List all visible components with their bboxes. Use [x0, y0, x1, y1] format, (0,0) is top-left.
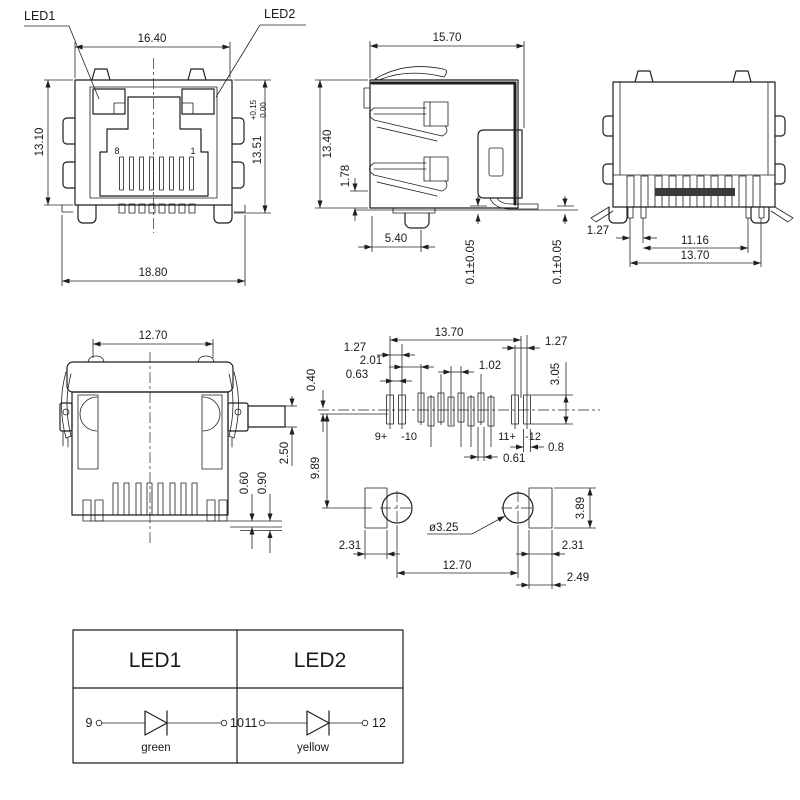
- dim-side-top-width: 15.70: [433, 32, 462, 44]
- dim-fp-hole-span: 12.70: [443, 560, 472, 572]
- dim-side-contact-height: 1.78: [340, 165, 352, 187]
- front-view-part: [61, 58, 246, 233]
- dim-fp-led-pitch-right: 1.27: [545, 336, 567, 348]
- led2-callout: LED2: [264, 7, 295, 21]
- footprint-view: 13.70 1.27 2.01 0.63 0.40 1.02 1.27: [306, 327, 600, 589]
- led-table-border: [72, 629, 404, 764]
- pad9-label: 9+: [375, 431, 388, 443]
- dim-fp-pad-length: 3.05: [550, 363, 562, 385]
- dim-top-tab-width: 2.50: [279, 442, 291, 464]
- dim-front-right-tol-upper: +0.15: [249, 99, 258, 120]
- led1-circuit: 9 10 green: [86, 710, 244, 754]
- front-contact-pins: [119, 156, 194, 191]
- rj45-opening: [99, 96, 209, 197]
- dim-fp-hole-diameter: ø3.25: [429, 522, 458, 534]
- side-view-dimensions: 15.70 13.40 1.78 5.40 0.1±0.05 0.1±0.05: [315, 32, 574, 284]
- pad10-label: -10: [401, 431, 417, 443]
- led1-header: LED1: [129, 649, 182, 672]
- dim-fp-pad-width-right: 0.8: [548, 442, 564, 454]
- led-table: LED1 LED2 9 10 green 11 12 yellow: [72, 629, 404, 764]
- dim-fp-pad-gap-left: 0.63: [346, 369, 368, 381]
- top-view: 12.70 0.60 0.90 2.50: [59, 330, 297, 553]
- pin8-label: 8: [114, 146, 119, 156]
- dim-fp-edge-right: 2.49: [567, 572, 589, 584]
- rear-view: 1.27 11.16 13.70: [587, 70, 794, 267]
- led1-callout: LED1: [24, 9, 55, 23]
- front-view: 16.40 13.10 18.80 13.51 +0.15 0.00 8 1 L…: [24, 7, 306, 286]
- dim-front-right-height: 13.51: [252, 136, 264, 165]
- dim-front-left-height: 13.10: [34, 128, 46, 157]
- dim-top-pin-offset-2: 0.90: [257, 472, 269, 494]
- led2-pin-from: 11: [245, 716, 258, 730]
- dim-front-bottom-width: 18.80: [139, 267, 168, 279]
- led1-pin-to: 10: [230, 716, 244, 730]
- ground-tab: [247, 405, 286, 428]
- dim-side-left-height: 13.40: [322, 130, 334, 159]
- led1-window: [92, 88, 126, 115]
- led2-circuit: 11 12 yellow: [245, 710, 386, 754]
- rear-pin-comb: [626, 175, 761, 208]
- front-view-dimensions: 16.40 13.10 18.80 13.51 +0.15 0.00 8 1 L…: [24, 7, 306, 286]
- dim-side-boss-offset: 5.40: [385, 233, 407, 245]
- pin1-label: 1: [190, 146, 195, 156]
- dim-fp-led-span: 13.70: [435, 327, 464, 339]
- dim-side-coplanarity-left: 0.1±0.05: [465, 240, 477, 285]
- led2-diode-icon: [306, 710, 330, 736]
- dim-rear-outer-span: 13.70: [681, 250, 710, 262]
- dim-fp-hole-pad-right: 2.31: [562, 540, 584, 552]
- led1-pin-from: 9: [86, 716, 93, 730]
- rear-view-dimensions: 1.27 11.16 13.70: [587, 218, 762, 267]
- footprint-dimensions: 13.70 1.27 2.01 0.63 0.40 1.02 1.27: [306, 327, 596, 589]
- side-view-part: [356, 66, 578, 229]
- front-bottom-pins: [118, 203, 196, 214]
- dim-rear-pin-pitch: 1.27: [587, 225, 609, 237]
- led2-pin-to: 12: [372, 716, 386, 730]
- rear-view-part: [590, 70, 794, 224]
- latch-spring: [374, 66, 447, 81]
- dim-fp-hole-pad-left: 2.31: [339, 540, 361, 552]
- led2-window: [181, 88, 215, 115]
- dim-fp-pad-width-mid: 0.61: [503, 453, 525, 465]
- dim-fp-led-pitch-left: 1.27: [344, 342, 366, 354]
- side-view: 15.70 13.40 1.78 5.40 0.1±0.05 0.1±0.05: [315, 32, 578, 284]
- dim-top-width: 12.70: [139, 330, 168, 342]
- footprint-pads: [318, 335, 600, 529]
- pad12-label: -12: [525, 431, 541, 443]
- led1-diode-icon: [144, 710, 168, 736]
- led2-header: LED2: [294, 649, 347, 672]
- dim-fp-row-offset: 0.40: [306, 369, 318, 391]
- top-view-part: [59, 352, 286, 545]
- pad11-label: 11+: [498, 431, 516, 443]
- top-view-dimensions: 12.70 0.60 0.90 2.50: [90, 330, 297, 553]
- dim-top-pin-offset-1: 0.60: [239, 472, 251, 494]
- dim-rear-inner-span: 11.16: [681, 235, 709, 247]
- dim-fp-signal-pitch: 1.02: [479, 360, 501, 372]
- dim-side-coplanarity-right: 0.1±0.05: [552, 240, 564, 285]
- led1-color-label: green: [141, 742, 170, 754]
- dim-fp-led-gap-left: 2.01: [360, 355, 382, 367]
- dim-fp-hole-pad-height: 3.89: [575, 497, 587, 519]
- dim-front-right-tol-lower: 0.00: [259, 102, 268, 118]
- dim-front-top-width: 16.40: [138, 33, 167, 45]
- led2-color-label: yellow: [297, 742, 330, 754]
- dim-fp-hole-drop: 9.89: [310, 457, 322, 479]
